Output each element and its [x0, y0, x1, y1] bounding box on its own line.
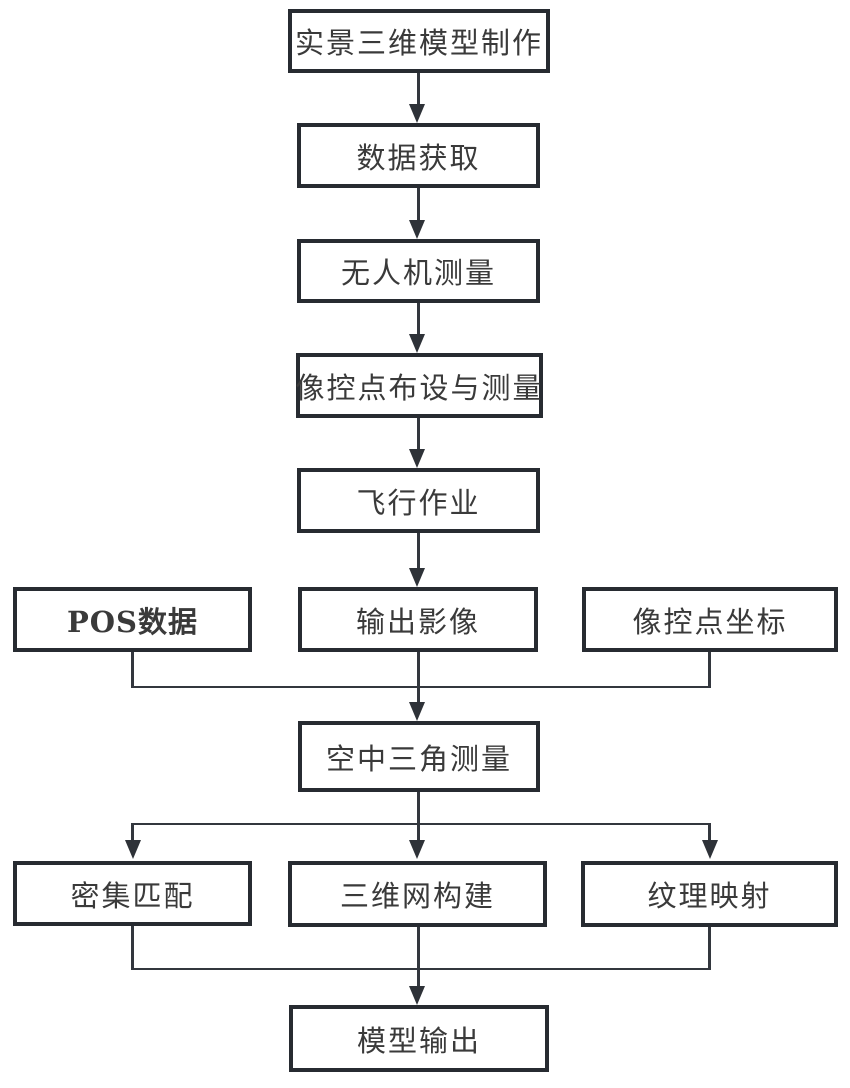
node-model-output: 模型输出	[289, 1005, 549, 1072]
edge-line	[131, 926, 134, 970]
node-aerial-triangulation: 空中三角测量	[298, 721, 540, 792]
node-data-acquisition: 数据获取	[297, 123, 540, 188]
node-model-production: 实景三维模型制作	[288, 9, 550, 73]
arrowhead-down-icon	[409, 334, 425, 353]
edge-line	[417, 73, 420, 107]
arrowhead-down-icon	[409, 702, 425, 721]
node-uav-survey: 无人机测量	[297, 239, 540, 303]
edge-line	[417, 652, 420, 704]
arrowhead-down-icon	[409, 840, 425, 859]
edge-line	[131, 968, 710, 970]
edge-line	[417, 927, 420, 988]
arrowhead-down-icon	[409, 220, 425, 239]
node-gcp-coordinates: 像控点坐标	[582, 587, 838, 652]
edge-line	[131, 686, 710, 688]
node-output-imagery: 输出影像	[298, 587, 538, 652]
edge-line	[708, 652, 711, 688]
edge-line	[417, 533, 420, 570]
node-gcp-layout: 像控点布设与测量	[296, 353, 543, 418]
edge-line	[417, 303, 420, 336]
node-pos-data: POS数据	[13, 587, 252, 652]
node-mesh-construction: 三维网构建	[288, 861, 547, 927]
arrowhead-down-icon	[409, 449, 425, 468]
edge-line	[417, 188, 420, 222]
arrowhead-down-icon	[409, 986, 425, 1005]
arrowhead-down-icon	[125, 840, 141, 859]
edge-line	[417, 823, 420, 845]
edge-line	[417, 418, 420, 451]
edge-line	[131, 652, 134, 688]
arrowhead-down-icon	[409, 568, 425, 587]
edge-line	[417, 792, 420, 825]
arrowhead-down-icon	[409, 104, 425, 123]
edge-line	[708, 823, 711, 845]
node-dense-matching: 密集匹配	[13, 861, 252, 926]
node-flight-operation: 飞行作业	[297, 468, 540, 533]
node-texture-mapping: 纹理映射	[581, 861, 838, 927]
edge-line	[131, 823, 710, 825]
edge-line	[708, 927, 711, 970]
edge-line	[131, 823, 134, 845]
arrowhead-down-icon	[702, 840, 718, 859]
